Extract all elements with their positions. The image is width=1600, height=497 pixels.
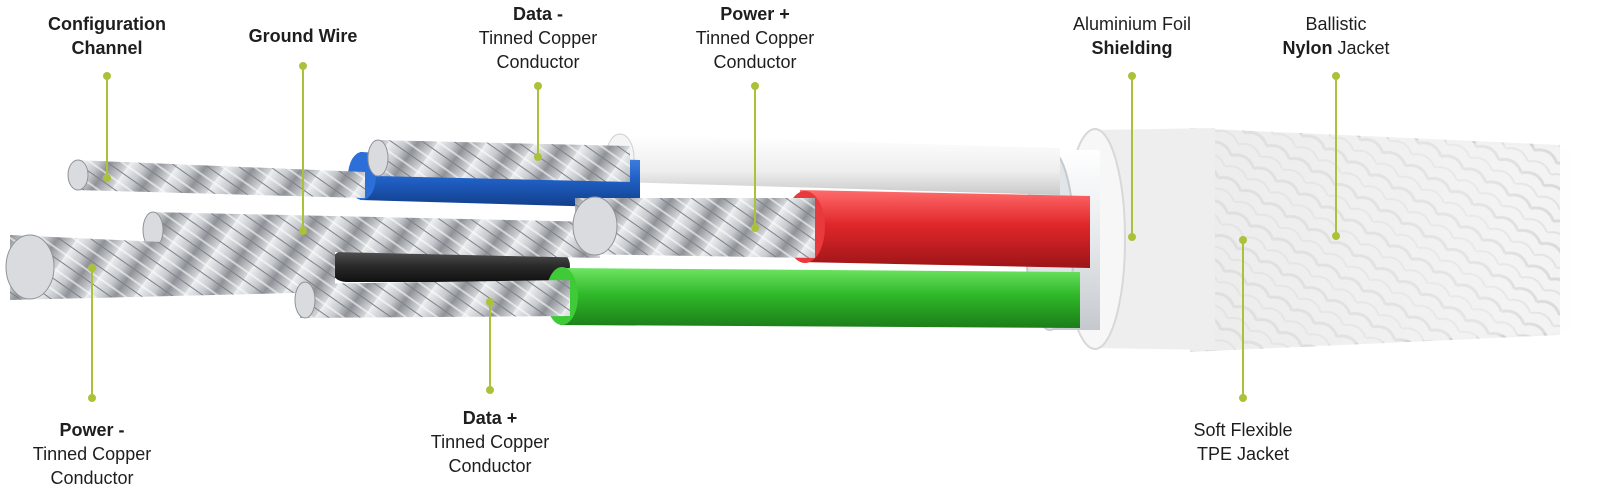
label-nylon-line1: Ballistic: [1305, 14, 1367, 34]
red-insulation: [785, 190, 1090, 268]
label-power-plus-title: Power +: [720, 4, 790, 24]
label-configuration-channel: Configuration Channel: [48, 12, 166, 60]
leader-dot: [534, 82, 542, 90]
data-plus-strands: [294, 280, 570, 319]
label-power-plus-line1: Tinned Copper: [695, 28, 815, 48]
label-foil-title: Shielding: [1091, 38, 1173, 58]
leader-dot: [299, 227, 307, 235]
label-power-minus-line2: Conductor: [50, 468, 134, 488]
label-power-plus: Power + Tinned Copper Conductor: [696, 2, 814, 74]
label-data-minus-line1: Tinned Copper: [478, 28, 598, 48]
label-data-minus: Data - Tinned Copper Conductor: [479, 2, 597, 74]
leader-dot: [751, 82, 759, 90]
label-foil-shielding: Aluminium Foil Shielding: [1073, 12, 1191, 60]
label-power-plus-line2: Conductor: [713, 52, 797, 72]
label-data-plus-line1: Tinned Copper: [430, 432, 550, 452]
leader-dot: [1332, 232, 1340, 240]
power-plus-strands: [572, 196, 815, 258]
leader-dot: [103, 174, 111, 182]
leader-dot: [751, 224, 759, 232]
label-tpe-jacket: Soft Flexible TPE Jacket: [1193, 418, 1292, 466]
config-channel-strands: [67, 159, 365, 198]
label-nylon-rest: Jacket: [1332, 38, 1390, 58]
leader-dot: [534, 153, 542, 161]
leader-lines: [88, 62, 1340, 402]
label-power-minus-title: Power -: [59, 420, 125, 440]
label-foil-line1: Aluminium Foil: [1072, 14, 1192, 34]
leader-dot: [88, 394, 96, 402]
label-data-plus: Data + Tinned Copper Conductor: [431, 406, 549, 478]
label-nylon-bold: Nylon: [1282, 38, 1333, 58]
label-data-minus-line2: Conductor: [496, 52, 580, 72]
leader-dot: [1332, 72, 1340, 80]
white-insulation: [605, 133, 1060, 195]
label-data-plus-title: Data +: [462, 408, 518, 428]
label-power-minus: Power - Tinned Copper Conductor: [33, 418, 151, 490]
leader-dot: [486, 298, 494, 306]
black-insulation: [330, 250, 570, 282]
data-minus-strands: [367, 139, 630, 182]
ground-wire-strands: [142, 211, 600, 258]
label-ground-title: Ground Wire: [248, 26, 358, 46]
label-ground-wire: Ground Wire: [249, 24, 358, 48]
leader-dot: [486, 386, 494, 394]
leader-dot: [299, 62, 307, 70]
leader-dot: [88, 264, 96, 272]
label-data-minus-title: Data -: [512, 4, 563, 24]
leader-dot: [1128, 233, 1136, 241]
leader-dot: [1239, 236, 1247, 244]
label-nylon-line2: Nylon Jacket: [1282, 36, 1389, 60]
leader-dot: [1128, 72, 1136, 80]
label-nylon-jacket: Ballistic Nylon Jacket: [1282, 12, 1389, 60]
label-tpe-line1: Soft Flexible: [1193, 420, 1293, 440]
green-insulation: [546, 267, 1080, 328]
label-power-minus-line1: Tinned Copper: [32, 444, 152, 464]
label-data-plus-line2: Conductor: [448, 456, 532, 476]
label-config-line1: Configuration: [48, 14, 166, 34]
leader-dot: [1239, 394, 1247, 402]
leader-dot: [103, 72, 111, 80]
label-config-line2: Channel: [71, 38, 143, 58]
label-tpe-line2: TPE Jacket: [1196, 444, 1290, 464]
nylon-jacket: [1190, 128, 1600, 352]
